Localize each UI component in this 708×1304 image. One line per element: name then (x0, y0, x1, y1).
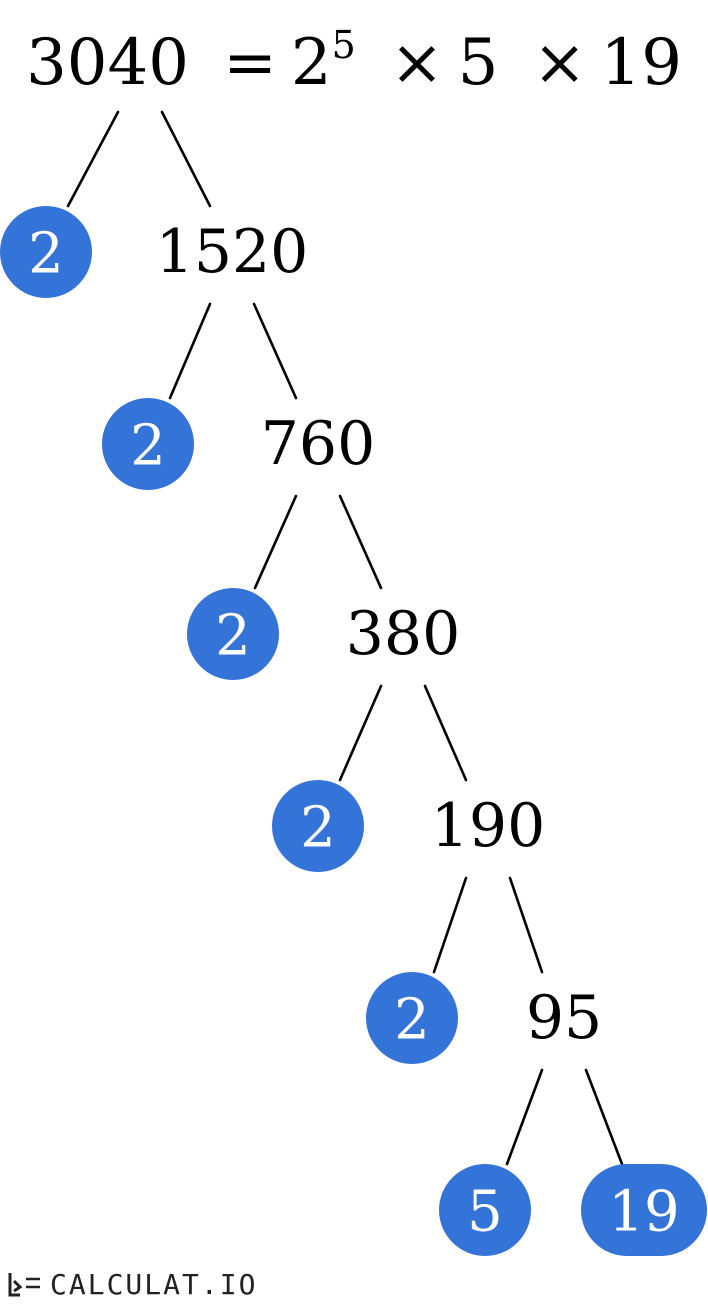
tree-branch-n760-p3 (253, 494, 298, 590)
prime-factor-badge (272, 780, 364, 872)
tree-branch-n1520-n760 (252, 302, 298, 400)
equation-base: 2 (290, 26, 332, 100)
prime-factor-label: 2 (28, 222, 64, 287)
equation-factor-5: 5 (457, 26, 499, 100)
equation-factor-19: 19 (600, 26, 682, 100)
tree-branch-n190-p5 (432, 876, 468, 974)
composite-node-label: 760 (261, 409, 376, 479)
tree-branch-n760-n380 (338, 494, 383, 590)
tree-branch-n1520-p2 (168, 302, 212, 400)
prime-factor-label: 19 (608, 1180, 679, 1245)
times-sign-1: × (390, 26, 444, 100)
prime-factor-label: 2 (394, 988, 430, 1053)
prime-factor-node-p7: 19 (581, 1164, 707, 1256)
composite-node-label: 380 (346, 599, 461, 669)
prime-factor-label: 5 (467, 1180, 503, 1245)
prime-factor-node-p1: 2 (0, 206, 92, 298)
composite-node-n760: 760 (261, 409, 376, 479)
logo-text: CALCULAT.IO (50, 1267, 258, 1301)
composite-node-label: 190 (431, 791, 546, 861)
composite-node-n190: 190 (431, 791, 546, 861)
prime-factor-node-p5: 2 (366, 972, 458, 1064)
tree-branch-n95-p6 (505, 1068, 544, 1166)
composite-node-n95: 95 (526, 983, 602, 1053)
tree-branches (66, 110, 624, 1166)
tree-branch-n380-p4 (338, 684, 383, 782)
equation-number: 3040 (26, 26, 189, 100)
prime-factor-badge (102, 398, 194, 490)
equation-exponent: 5 (331, 23, 356, 67)
prime-factor-node-p4: 2 (272, 780, 364, 872)
calculat-io-logo: CALCULAT.IO (6, 1266, 257, 1302)
prime-factor-badge (0, 206, 92, 298)
prime-factor-node-p3: 2 (187, 588, 279, 680)
composite-node-n1520: 1520 (156, 217, 309, 287)
prime-factor-badge (366, 972, 458, 1064)
prime-factor-label: 2 (130, 414, 166, 479)
composite-node-label: 1520 (156, 217, 309, 287)
composite-node-n380: 380 (346, 599, 461, 669)
factorization-equation: 3040 =25 ×5 ×19 (0, 18, 708, 108)
prime-factor-badge (439, 1164, 531, 1256)
prime-factor-label: 2 (300, 796, 336, 861)
times-sign-2: × (532, 26, 587, 100)
prime-factor-node-p6: 5 (439, 1164, 531, 1256)
prime-factor-badge (187, 588, 279, 680)
prime-factor-label: 2 (215, 604, 251, 669)
tree-branch-n380-n190 (423, 684, 468, 782)
composite-node-label: 95 (526, 983, 602, 1053)
tree-branch-root-p1 (66, 110, 120, 208)
tree-branch-root-n1520 (160, 110, 212, 208)
tree-branch-n190-n95 (508, 876, 544, 974)
prime-factor-node-p2: 2 (102, 398, 194, 490)
calculat-io-logo-icon (8, 1273, 40, 1297)
prime-factor-badge (581, 1164, 707, 1256)
tree-branch-n95-p7 (584, 1068, 624, 1166)
equals-sign: = (223, 26, 277, 100)
tree-nodes: 1520 760 380 190 95 2 2 2 2 2 5 19 (0, 206, 707, 1256)
